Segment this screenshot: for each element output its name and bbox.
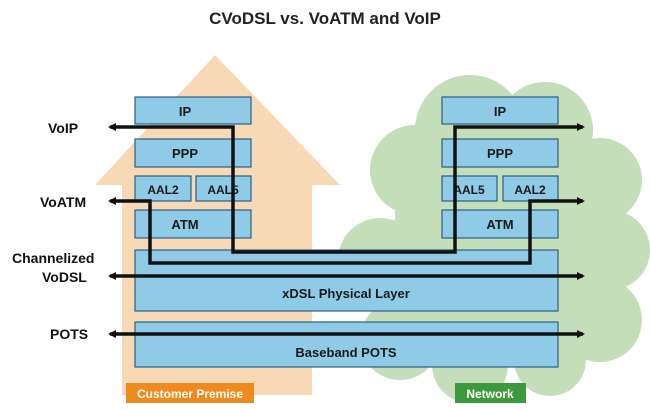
- xdsl-physical-label: xDSL Physical Layer: [282, 286, 410, 301]
- network-tag-label: Network: [466, 387, 514, 401]
- voip-path-arrow: [108, 123, 585, 254]
- network-aal5-label: AAL5: [453, 183, 485, 197]
- network-ip-label: IP: [494, 104, 507, 119]
- network-ppp-layer: [441, 138, 559, 168]
- customer-aal2-layer: [134, 175, 192, 202]
- network-aal2-label: AAL2: [514, 183, 546, 197]
- customer-aal5-layer: [195, 175, 252, 202]
- network-stack: IP PPP AAL5 AAL2 ATM: [441, 96, 559, 239]
- customer-premise-tag: [126, 383, 254, 403]
- xdsl-physical-layer: [134, 249, 559, 312]
- baseband-pots-layer: [134, 321, 559, 368]
- network-tag: [455, 383, 526, 403]
- customer-ip-layer: [134, 96, 252, 125]
- customer-aal5-label: AAL5: [207, 183, 239, 197]
- diagram-title: CVoDSL vs. VoATM and VoIP: [209, 9, 441, 28]
- network-ip-layer: [441, 96, 559, 125]
- network-atm-layer: [441, 209, 559, 239]
- customer-premise-tag-label: Customer Premise: [137, 387, 243, 401]
- voatm-label: VoATM: [40, 194, 86, 210]
- voip-label: VoIP: [48, 120, 78, 136]
- customer-aal2-label: AAL2: [147, 183, 179, 197]
- customer-ppp-label: PPP: [172, 146, 198, 161]
- channelized-label: Channelized: [12, 250, 94, 266]
- customer-atm-label: ATM: [171, 217, 198, 232]
- voatm-path-arrow: [108, 197, 585, 265]
- network-ppp-label: PPP: [487, 146, 513, 161]
- customer-ip-label: IP: [179, 104, 192, 119]
- baseband-pots-label: Baseband POTS: [295, 345, 396, 360]
- network-aal2-layer: [502, 175, 559, 202]
- vodsl-label: VoDSL: [42, 269, 87, 285]
- pots-label: POTS: [50, 326, 88, 342]
- network-atm-label: ATM: [486, 217, 513, 232]
